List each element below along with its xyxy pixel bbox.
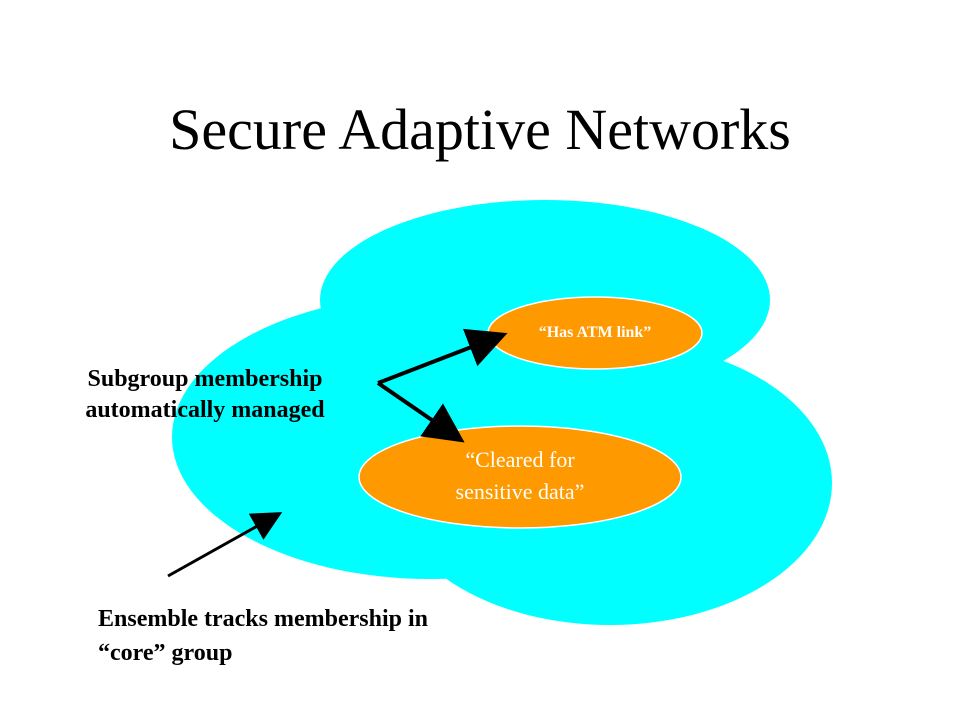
cleared-label-line2: sensitive data” [455, 479, 585, 504]
arrow-to-cleared-subgroup [376, 381, 465, 443]
arrow-to-atm-subgroup [377, 328, 508, 385]
subgroup-cleared-ellipse [358, 425, 682, 529]
subgroup-label-line2: automatically managed [85, 397, 325, 423]
subgroup-membership-label: Subgroup membership automatically manage… [20, 364, 390, 426]
cleared-label-line1: “Cleared for [465, 447, 575, 472]
subgroup-label-line1: Subgroup membership [87, 366, 323, 392]
ensemble-label-line1: Ensemble tracks membership in [98, 606, 428, 632]
ensemble-label-line2: “core” group [98, 640, 233, 666]
arrow-to-core-group [167, 512, 283, 578]
ensemble-core-label: Ensemble tracks membership in “core” gro… [98, 602, 568, 670]
slide-title: Secure Adaptive Networks [169, 97, 791, 162]
subgroup-cleared-label: “Cleared for sensitive data” [360, 444, 680, 508]
subgroup-atm-label: “Has ATM link” [538, 324, 652, 341]
